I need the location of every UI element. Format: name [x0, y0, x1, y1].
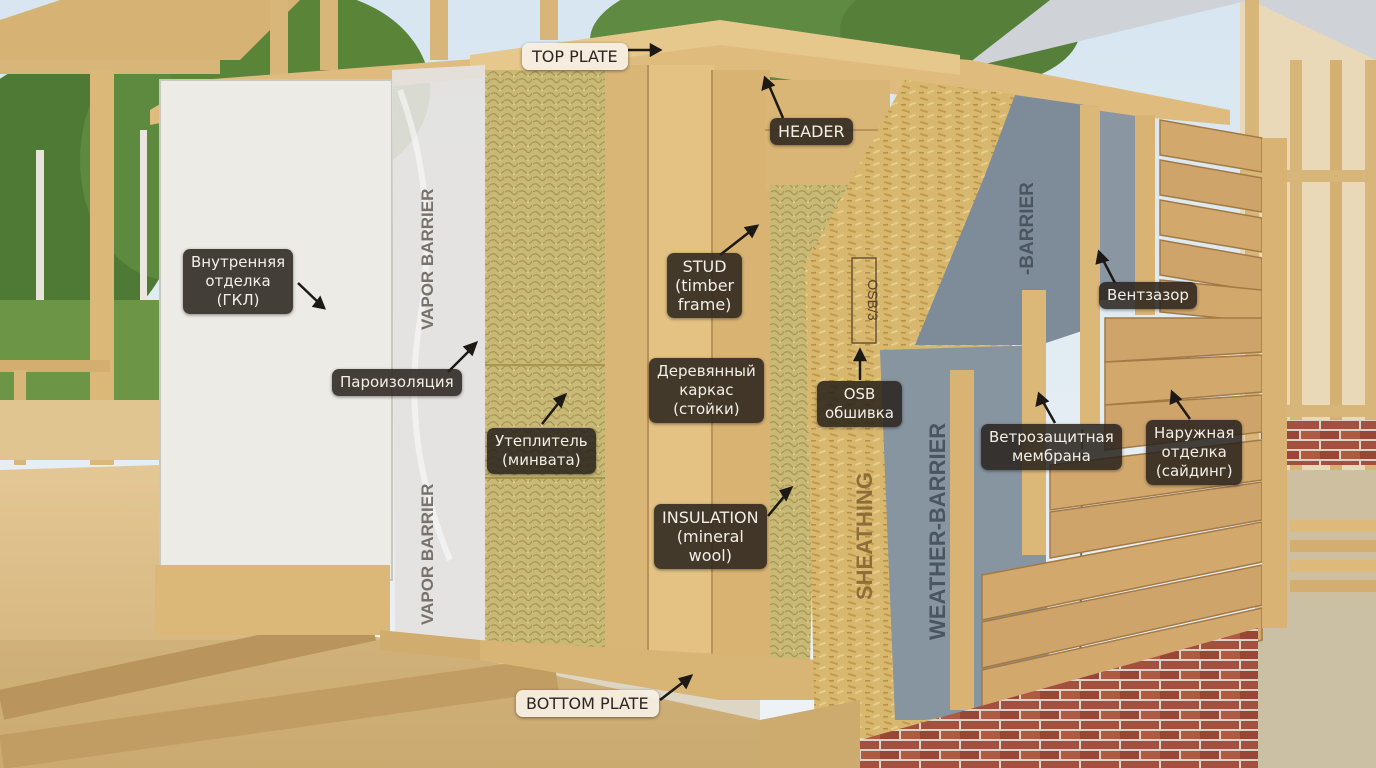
batten-1: [950, 370, 974, 710]
label-header: HEADER: [770, 118, 853, 145]
vapor-barrier-print-lower: VAPOR BARRIER: [418, 484, 437, 625]
label-timber-frame: Деревянный каркас (стойки): [649, 358, 764, 423]
stud-1: [605, 65, 653, 665]
batten-2: [1022, 290, 1046, 555]
sheathing-print: SHEATHING: [852, 472, 877, 600]
weather-membrane-upper: [915, 95, 1085, 345]
label-wind-membrane: Ветрозащитная мембрана: [981, 424, 1122, 470]
background-pavilion-frame: [0, 0, 558, 465]
label-stud: STUD (timber frame): [667, 253, 743, 318]
label-bottom-plate: BOTTOM PLATE: [516, 690, 659, 717]
batten-3: [1080, 105, 1100, 425]
label-interior-finish: Внутренняя отделка (ГКЛ): [183, 249, 294, 314]
label-insulation-ru: Утеплитель (минвата): [487, 428, 596, 474]
membrane-print-lower: WEATHER-BARRIER: [925, 423, 950, 640]
callout-arrows: [297, 42, 1192, 701]
label-exterior-finish: Наружная отделка (сайдинг): [1146, 420, 1243, 485]
bottom-trim: [155, 565, 390, 635]
label-insulation-en: INSULATION (mineral wool): [654, 504, 767, 569]
bottom-plate: [480, 640, 830, 700]
label-vent-gap: Вентзазор: [1099, 282, 1197, 309]
mineral-wool-batt: [485, 70, 610, 650]
drywall-panel: [160, 80, 392, 580]
batten-4: [1135, 115, 1155, 315]
membrane-print-upper: -BARRIER: [1017, 182, 1038, 275]
label-osb: OSB обшивка: [817, 381, 902, 427]
vapor-barrier-print-upper: VAPOR BARRIER: [418, 189, 437, 330]
siding-boards: [981, 119, 1287, 719]
label-top-plate: TOP PLATE: [522, 43, 628, 70]
label-vapor-barrier: Пароизоляция: [332, 369, 462, 396]
osb-grade-print: OSB/3: [865, 279, 881, 320]
vapor-barrier-film: [392, 65, 488, 650]
brick-foundation: [860, 628, 1258, 768]
